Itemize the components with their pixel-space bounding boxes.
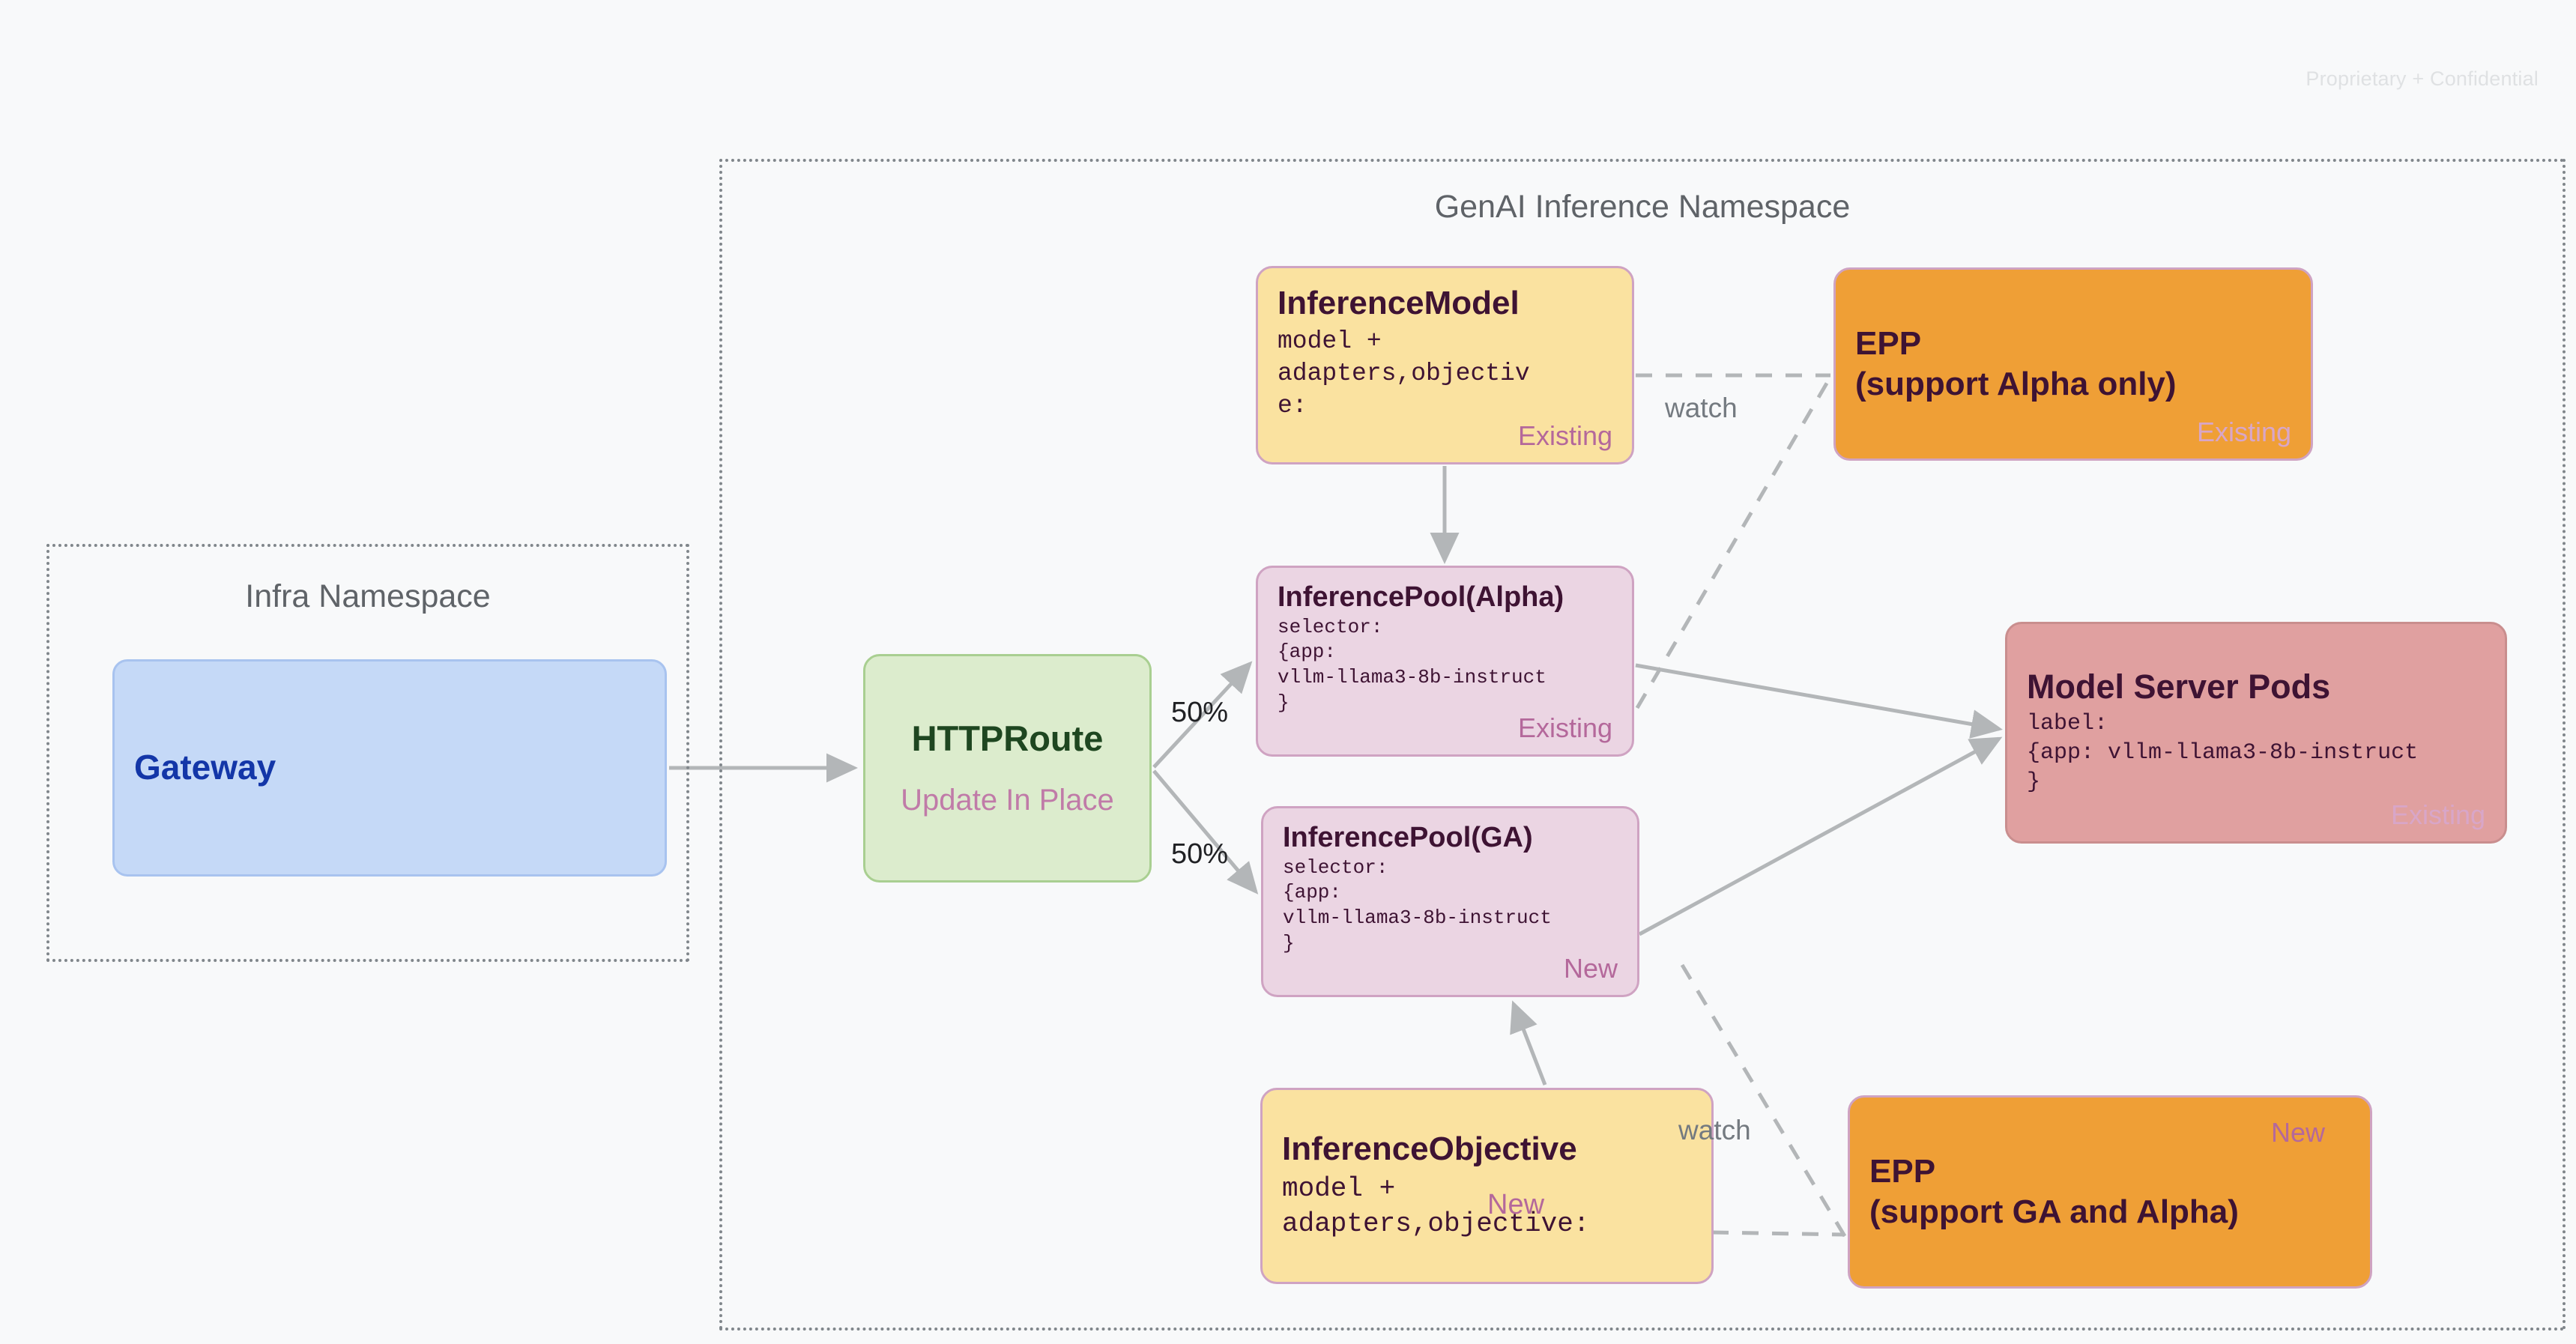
epp-alpha-title-line2: (support Alpha only) — [1855, 366, 2177, 402]
inference-model-body: model + adapters,objectiv e: — [1278, 327, 1530, 420]
inference-objective-tag: New — [1487, 1189, 1545, 1220]
epp-ga-title-line1: EPP — [1869, 1153, 1936, 1190]
model-server-pods-title: Model Server Pods — [2027, 668, 2331, 706]
node-inference-pool-ga[interactable]: InferencePool(GA) selector: {app: vllm-l… — [1261, 806, 1639, 997]
epp-ga-tag: New — [2270, 1117, 2325, 1148]
epp-ga-title-line2: (support GA and Alpha) — [1869, 1193, 2239, 1230]
model-server-pods-tag: Existing — [2390, 799, 2485, 830]
inference-objective-title: InferenceObjective — [1282, 1130, 1577, 1167]
edge-label-split-ga: 50% — [1171, 838, 1229, 870]
edge-label-watch-alpha: watch — [1665, 393, 1738, 423]
node-model-server-pods[interactable]: Model Server Pods label: {app: vllm-llam… — [2005, 622, 2507, 844]
node-inference-model[interactable]: InferenceModel model + adapters,objectiv… — [1256, 266, 1634, 464]
inference-pool-alpha-tag: Existing — [1517, 712, 1612, 743]
inference-model-title: InferenceModel — [1278, 285, 1520, 321]
inference-objective-body: model + adapters,objective: — [1282, 1172, 1590, 1239]
inference-pool-ga-title: InferencePool(GA) — [1283, 822, 1533, 853]
inference-pool-alpha-body: selector: {app: vllm-llama3-8b-instruct … — [1278, 615, 1546, 714]
genai-namespace-boundary: GenAI Inference Namespace — [719, 159, 2566, 1331]
epp-alpha-tag: Existing — [2196, 417, 2291, 447]
infra-namespace-title: Infra Namespace — [245, 578, 491, 614]
httproute-title: HTTPRoute — [911, 718, 1104, 758]
inference-pool-ga-tag: New — [1563, 953, 1618, 984]
inference-pool-alpha-title: InferencePool(Alpha) — [1278, 581, 1564, 613]
confidentiality-watermark: Proprietary + Confidential — [2306, 67, 2539, 90]
node-httproute[interactable]: HTTPRoute Update In Place — [863, 654, 1152, 883]
node-inference-objective[interactable]: InferenceObjective model + adapters,obje… — [1260, 1088, 1714, 1284]
node-epp-ga[interactable]: EPP (support GA and Alpha) New — [1848, 1095, 2372, 1289]
model-server-pods-body: label: {app: vllm-llama3-8b-instruct } — [2027, 710, 2419, 795]
genai-namespace-title: GenAI Inference Namespace — [1434, 189, 1851, 225]
gateway-title: Gateway — [134, 748, 276, 787]
infra-namespace-boundary: Infra Namespace — [46, 544, 689, 962]
edge-label-watch-ga: watch — [1678, 1115, 1751, 1145]
edge-label-split-alpha: 50% — [1171, 697, 1229, 728]
node-epp-alpha[interactable]: EPP (support Alpha only) Existing — [1833, 267, 2313, 461]
inference-model-tag: Existing — [1517, 420, 1612, 451]
node-gateway[interactable]: Gateway — [112, 659, 667, 877]
httproute-subtitle: Update In Place — [901, 784, 1114, 817]
inference-pool-ga-body: selector: {app: vllm-llama3-8b-instruct … — [1283, 856, 1552, 954]
node-inference-pool-alpha[interactable]: InferencePool(Alpha) selector: {app: vll… — [1256, 566, 1634, 757]
epp-alpha-title-line1: EPP — [1855, 325, 1922, 363]
